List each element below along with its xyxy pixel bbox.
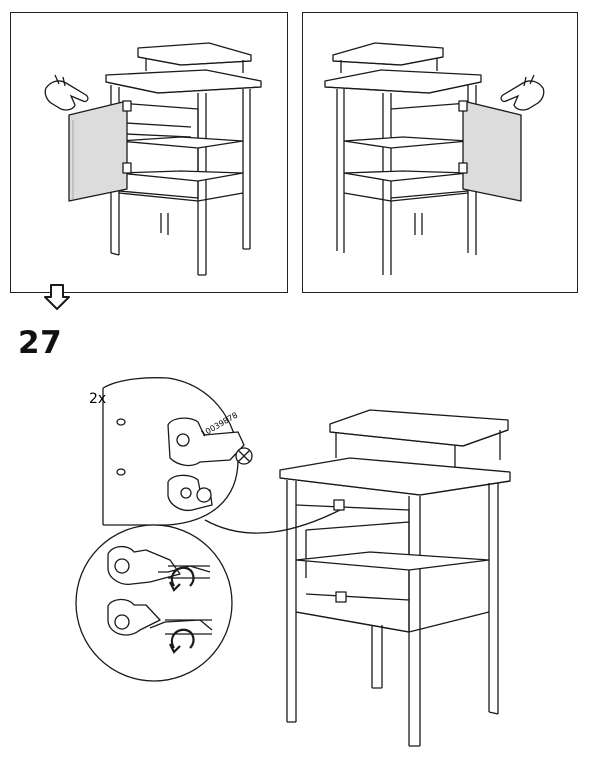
step-number: 27 — [18, 325, 63, 361]
pointing-hand-icon — [500, 74, 545, 111]
illustration-panel-door-left — [10, 12, 288, 293]
illustration-panel-door-right — [302, 12, 578, 293]
rotate-clockwise-icon — [169, 566, 195, 592]
cabinet-door-right-illustration — [324, 42, 545, 275]
detail-circle-lower — [75, 524, 233, 682]
pointing-hand-icon — [44, 74, 89, 111]
down-arrow-icon — [44, 284, 70, 310]
quantity-label: 2x — [89, 391, 106, 407]
cabinet-door-left-illustration — [44, 42, 262, 276]
rotate-clockwise-icon — [169, 628, 195, 654]
hinge-adjustment-illustration: 2x 10039878 — [75, 377, 511, 747]
